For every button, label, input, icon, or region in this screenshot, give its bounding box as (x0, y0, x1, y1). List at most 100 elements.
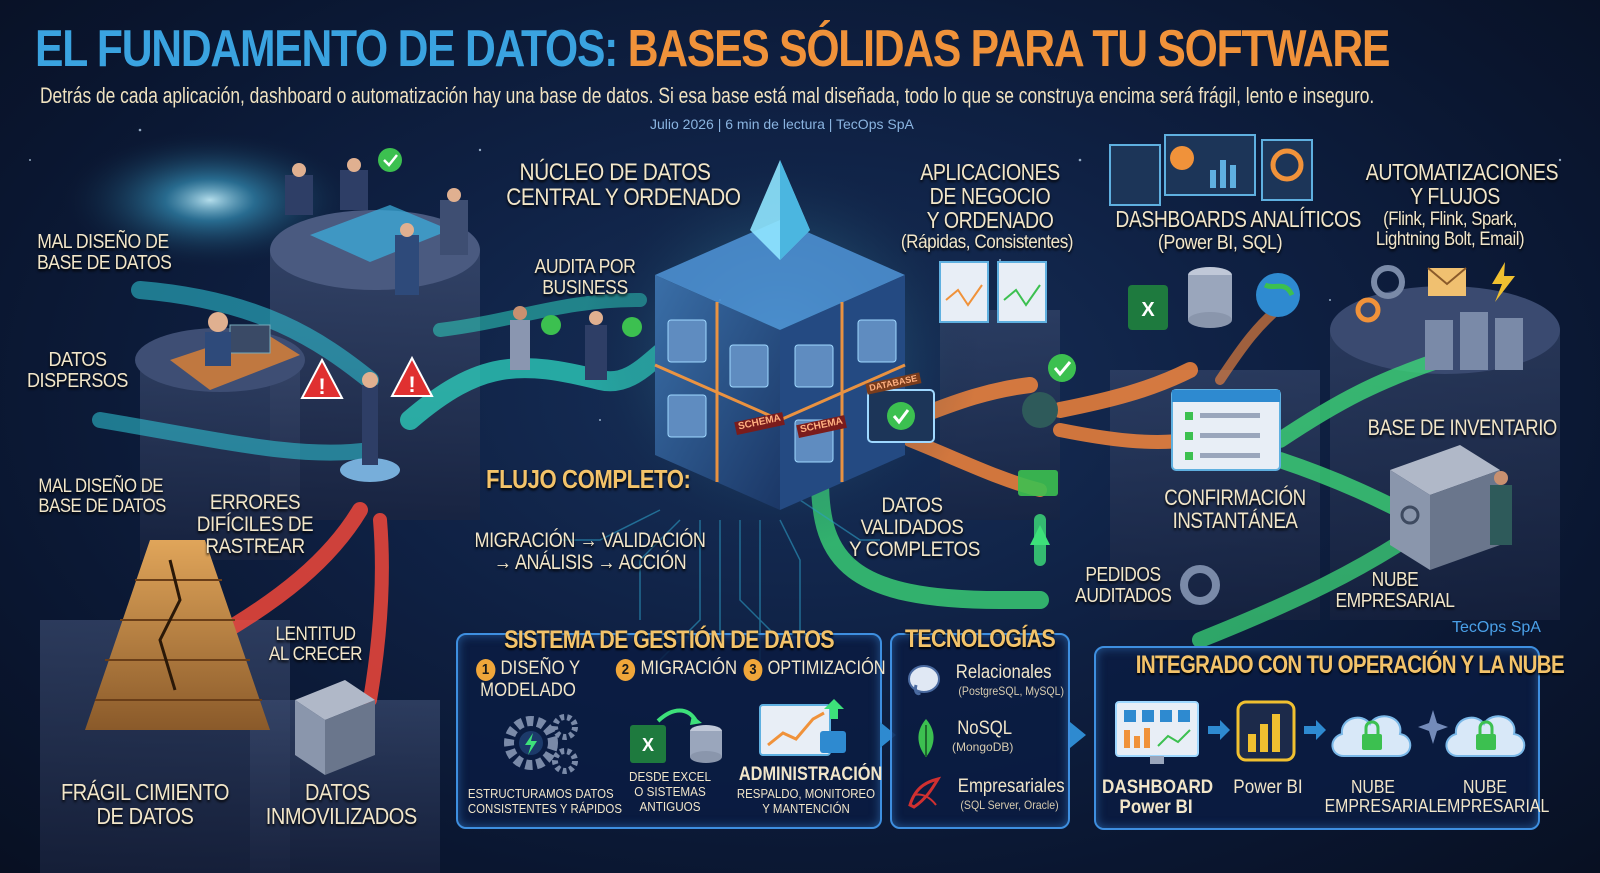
powerbi-icon (1236, 700, 1296, 762)
label-datos-validados: DATOS VALIDADOS Y COMPLETOS (849, 494, 980, 562)
dashboard-screens (1109, 134, 1313, 206)
sqlserver-icon (908, 776, 942, 809)
excel-db-globe: X (1128, 267, 1300, 330)
inventory-safe (1390, 445, 1512, 570)
meeting-table-team (285, 148, 468, 295)
elephant-icon (908, 665, 940, 696)
label-lentitud: LENTITUD AL CRECER (268, 624, 363, 665)
page-subtitle: Detrás de cada aplicación, dashboard o a… (40, 83, 1375, 108)
integ-powerbi-label: Power BI (1233, 777, 1303, 798)
optimization-chart-icon (759, 699, 846, 756)
flow-arrow-icon (1208, 720, 1230, 740)
title-part1: EL FUNDAMENTO DE DATOS: (35, 20, 618, 78)
auditors (510, 306, 642, 380)
desc-administracion: RESPALDO, MONITOREO Y MANTENCIÓN (736, 786, 876, 816)
label-errores: ERRORES DIFÍCILES DE RASTREAR (196, 491, 314, 559)
label-pedidos: PEDIDOS AUDITADOS (1075, 564, 1172, 607)
locked-safe (295, 680, 375, 775)
label-audita: AUDITA POR BUSINESS (534, 256, 636, 299)
cloud-lock-icon (1331, 715, 1412, 757)
label-flujo-completo: FLUJO COMPLETO: (486, 464, 691, 494)
title-part2: BASES SÓLIDAS PARA TU SOFTWARE (627, 20, 1391, 78)
integ-dashboard-label: DASHBOARD Power BI (1102, 777, 1214, 818)
cracked-pyramid (85, 540, 270, 730)
svg-text:!: ! (408, 372, 415, 397)
monitor-icon (1115, 701, 1199, 764)
glow-pedestal (340, 458, 400, 482)
sparkle-icon (1418, 710, 1448, 744)
tech-nosql: NoSQL (957, 718, 1013, 739)
integrado-panel: INTEGRADO CON TU OPERACIÓN Y LA NUBE DAS… (1094, 646, 1565, 830)
panel-arrow-2 (1070, 722, 1086, 748)
step-1-label: DISEÑO Y MODELADO (480, 658, 581, 701)
excel-to-db-icon: X (630, 708, 722, 763)
tech-relacionales-sub: (PostgreSQL, MySQL) (958, 684, 1065, 698)
validation-monitor (867, 389, 935, 443)
person-on-pedestal (362, 385, 378, 465)
desc-migracion: DESDE EXCEL O SISTEMAS ANTIGUOS (629, 769, 711, 814)
tecnologias-title: TECNOLOGÍAS (904, 625, 1056, 653)
brand-watermark: TecOps SpA (1452, 619, 1541, 636)
operator-person (1022, 392, 1058, 428)
sistema-title: SISTEMA DE GESTIÓN DE DATOS (504, 626, 835, 654)
label-mal-diseno-bottom: MAL DISEÑO DE BASE DE DATOS (38, 476, 166, 517)
stressed-worker-desk (170, 312, 300, 390)
svg-text:X: X (642, 735, 654, 755)
label-aplicaciones: APLICACIONES DE NEGOCIO Y ORDENADO (920, 159, 1060, 234)
leaf-icon (918, 719, 934, 757)
label-datos-inmovilizados: DATOS INMOVILIZADOS (265, 779, 418, 830)
desc-administracion-title: ADMINISTRACIÓN (738, 764, 883, 785)
label-dashboards-sub: (Power BI, SQL) (1157, 232, 1283, 254)
tecnologias-panel: TECNOLOGÍAS Relacionales (PostgreSQL, My… (890, 626, 1070, 829)
article-meta: Julio 2026 | 6 min de lectura | TecOps S… (650, 116, 914, 132)
desc-diseno: ESTRUCTURAMOS DATOS CONSISTENTES Y RÁPID… (467, 786, 622, 816)
data-core-cube (580, 150, 980, 550)
cloud-lock-icon-2 (1445, 715, 1526, 757)
label-automatizaciones: AUTOMATIZACIONES Y FLUJOS (1365, 159, 1559, 210)
flow-arrow-icon-2 (1304, 720, 1326, 740)
label-nucleo: NÚCLEO DE DATOS CENTRAL Y ORDENADO (506, 159, 741, 212)
label-dashboards: DASHBOARDS ANALÍTICOS (1115, 206, 1362, 232)
step-3-number: 3 (743, 659, 763, 681)
panel-arrow-1 (880, 722, 896, 748)
step-3-label: OPTIMIZACIÓN (767, 658, 886, 679)
cash-icon (1018, 470, 1058, 496)
label-confirmacion: CONFIRMACIÓN INSTANTÁNEA (1164, 485, 1306, 534)
label-mal-diseno-top: MAL DISEÑO DE BASE DE DATOS (37, 231, 172, 274)
gear-icon (1180, 565, 1220, 605)
label-fragil-cimiento: FRÁGIL CIMIENTO DE DATOS (60, 779, 230, 830)
step-1-number: 1 (475, 659, 496, 681)
tech-relacionales: Relacionales (955, 662, 1052, 683)
integ-nube-label-2: NUBE EMPRESARIAL (1436, 777, 1550, 816)
app-screens (939, 261, 1047, 323)
svg-text:!: ! (318, 374, 325, 399)
integ-dashboard-text: DASHBOARD Power BI (1102, 777, 1214, 818)
gears-icon (504, 714, 578, 774)
label-base-inventario: BASE DE INVENTARIO (1367, 415, 1558, 440)
flows (92, 281, 1448, 707)
label-aplicaciones-sub: (Rápidas, Consistentes) (900, 232, 1074, 253)
integrado-title: INTEGRADO CON TU OPERACIÓN Y LA NUBE (1135, 651, 1565, 679)
confirmation-window (1171, 389, 1281, 471)
step-2-label: MIGRACIÓN (640, 658, 738, 679)
label-datos-dispersos: DATOS DISPERSOS (27, 349, 128, 392)
svg-text:X: X (1141, 299, 1155, 321)
integ-nube-label-1: NUBE EMPRESARIAL (1324, 777, 1438, 816)
tech-empresariales: Empresariales (957, 776, 1065, 797)
step-2-number: 2 (615, 659, 636, 681)
up-arrow-icon (1030, 525, 1050, 545)
label-nube-empresarial: NUBE EMPRESARIAL (1335, 569, 1455, 612)
warning-icons: ! ! (300, 355, 434, 399)
tech-empresariales-sub: (SQL Server, Oracle) (960, 798, 1059, 812)
tech-nosql-sub: (MongoDB) (952, 740, 1014, 754)
label-automatizaciones-sub: (Flink, Flink, Spark, Lightning Bolt, Em… (1375, 209, 1525, 250)
page-title: EL FUNDAMENTO DE DATOS: BASES SÓLIDAS PA… (35, 20, 1391, 78)
automation-icons (1355, 262, 1523, 370)
label-flujo-steps: MIGRACIÓN → VALIDACIÓN → ANÁLISIS → ACCI… (474, 529, 706, 575)
